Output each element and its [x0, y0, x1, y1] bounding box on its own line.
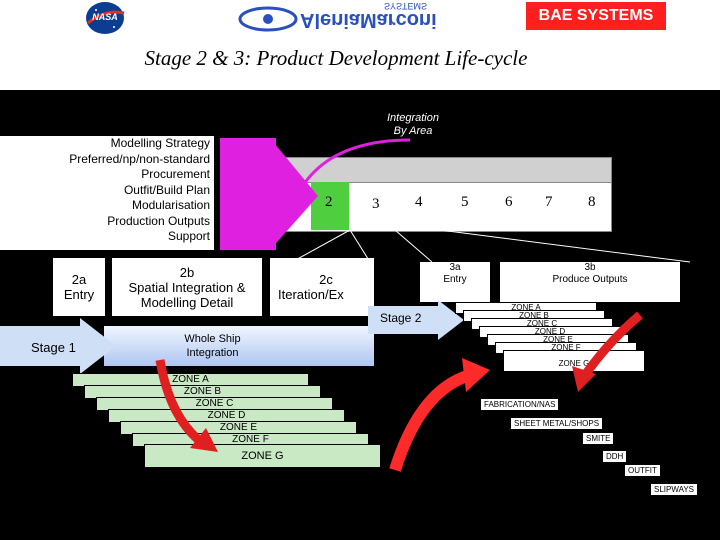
column-3a-label: Entry	[443, 274, 467, 285]
bar-number-8: 8	[588, 194, 596, 210]
strategy-item: Support	[167, 229, 210, 243]
bar-number-7: 7	[545, 194, 553, 210]
nasa-logo-text: NASA	[92, 12, 118, 22]
output-ddh: DDH	[602, 450, 628, 463]
strategy-item: Outfit/Build Plan	[123, 182, 210, 197]
column-2a-number: 2a	[71, 272, 87, 287]
output-smite: SMITE	[582, 432, 615, 445]
output-outfit: OUTFIT	[624, 464, 661, 477]
whole-ship-label: Whole Ship Integration	[165, 332, 260, 360]
strategy-item: Modularisation	[131, 198, 210, 212]
column-3b-number: 3b	[584, 262, 596, 273]
bae-systems-logo: BAE SYSTEMS	[526, 2, 666, 30]
column-3a-entry: 3a Entry	[420, 262, 490, 302]
column-2c-iteration: 2c Iteration/Ex	[270, 258, 374, 316]
column-2c-number: 2c	[319, 272, 333, 287]
alenia-marconi-logo: AleniaMarconi SYSTEMS	[238, 1, 456, 34]
bar-number-3: 3	[372, 196, 380, 212]
column-2c-label: Iteration/Ex	[278, 287, 344, 302]
nasa-logo: NASA	[84, 1, 126, 35]
column-3b-label: Produce Outputs	[552, 274, 628, 285]
alenia-logo-text: AleniaMarconi	[300, 9, 437, 31]
column-3a-number: 3a	[449, 262, 461, 273]
stage1-label: Stage 1	[31, 340, 76, 355]
stage2-label: Stage 2	[380, 311, 422, 325]
column-3b-outputs: 3b Produce Outputs	[500, 262, 680, 302]
column-2b-label: Modelling Detail	[140, 294, 234, 310]
whole-ship-line: Whole Ship	[184, 333, 241, 345]
column-2a-label: Entry	[63, 287, 95, 302]
zone-small-box: ZONE G	[503, 350, 645, 372]
alenia-logo-sub: SYSTEMS	[384, 1, 428, 11]
strategy-list: Modelling Strategy Preferred/np/non-stan…	[0, 136, 214, 250]
bar-number-4: 4	[415, 194, 423, 210]
zone-box: ZONE G	[144, 444, 381, 468]
strategy-item: Procurement	[141, 167, 210, 181]
bar-number-6: 6	[505, 194, 513, 210]
stage2-arrow	[368, 300, 464, 340]
strategy-item: Modelling Strategy	[110, 136, 210, 150]
stage1-arrow	[0, 318, 116, 374]
column-2b-label: Spatial Integration &	[128, 279, 246, 295]
column-2b-spatial: 2b Spatial Integration & Modelling Detai…	[112, 258, 262, 316]
bar-number-5: 5	[461, 194, 469, 210]
integration-callout: Integration By Area	[378, 112, 448, 138]
strategy-item: Preferred/np/non-standard	[69, 151, 210, 166]
output-fabrication: FABRICATION/NAS	[480, 398, 560, 411]
bar-number-2: 2	[325, 194, 333, 210]
whole-ship-band	[104, 326, 374, 366]
column-2a-entry: 2a Entry	[53, 258, 105, 316]
page-title: Stage 2 & 3: Product Development Life-cy…	[144, 46, 528, 70]
whole-ship-line: Integration	[186, 347, 239, 359]
output-slipways: SLIPWAYS	[650, 483, 699, 496]
output-sheet-metal: SHEET METAL/SHOPS	[510, 417, 604, 430]
process-bar-top	[270, 157, 612, 184]
callout-line: By Area	[393, 125, 433, 137]
callout-line: Integration	[387, 112, 439, 124]
column-2b-number: 2b	[179, 264, 195, 280]
strategy-item: Production Outputs	[107, 213, 210, 228]
